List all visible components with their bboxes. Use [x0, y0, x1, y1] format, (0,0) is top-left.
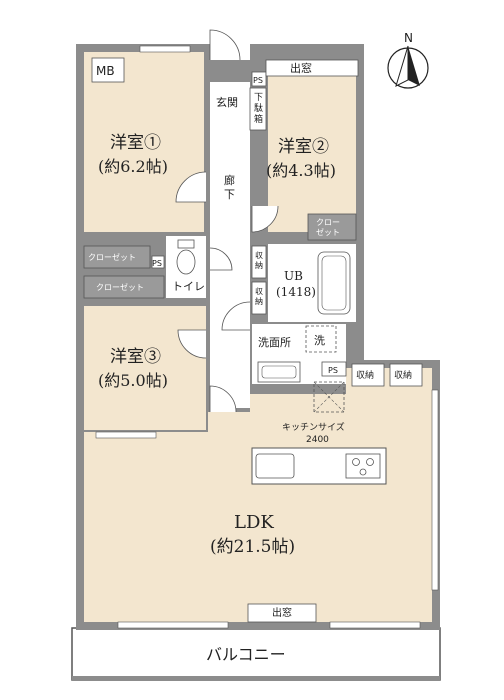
closet-b-area	[83, 275, 165, 299]
door-toilet	[209, 247, 233, 271]
balcony-window-right	[329, 621, 421, 629]
balcony-area	[71, 627, 441, 681]
room-3-area	[84, 306, 206, 430]
ldk-name: LDK	[234, 512, 274, 533]
balcony-label: バルコニー	[206, 645, 286, 664]
window-ldk-side	[431, 389, 439, 591]
closet-r2-label-1: クロー	[316, 218, 340, 227]
room-3-size: (約5.0帖)	[98, 371, 168, 390]
room-1-size: (約6.2帖)	[98, 157, 168, 176]
bathtub	[317, 251, 351, 315]
ub-size-label: (1418)	[276, 285, 316, 299]
room-2-area	[268, 76, 356, 232]
ldk-size: (約21.5帖)	[210, 537, 295, 557]
shuunou-2-label: 収納	[255, 286, 263, 306]
fridge-space	[313, 381, 345, 413]
shuunou-2-area	[251, 281, 267, 315]
door-senmenjo	[221, 301, 251, 331]
bay-window-top	[265, 59, 359, 77]
door-ldk	[209, 385, 237, 413]
ps-left-label: PS	[152, 259, 162, 268]
genkan-area	[210, 82, 250, 128]
balcony-window-left	[117, 621, 229, 629]
north-arrow-icon	[387, 45, 429, 89]
room-2-size: (約4.3帖)	[266, 161, 336, 180]
washer-space	[305, 325, 337, 353]
ps-left-box	[151, 255, 165, 269]
senmenjo-label: 洗面所	[258, 336, 291, 349]
demado-top-label: 出窓	[290, 61, 312, 75]
balcony-rail	[72, 676, 440, 681]
toilet-fixture	[176, 249, 196, 275]
geta-bako-char-1: 下	[254, 93, 263, 103]
kitchen-sink	[255, 453, 295, 479]
mb-box	[91, 57, 125, 83]
shuunou-1-area	[251, 245, 267, 279]
geta-bako-area	[249, 87, 267, 131]
ps-top-box	[251, 71, 267, 87]
room-2-name: 洋室②	[278, 137, 329, 157]
closet-r2-area	[307, 213, 357, 241]
door-room2	[251, 205, 279, 233]
closet-a-area	[83, 245, 151, 269]
kitchen-stove	[345, 453, 381, 479]
compass-north-label: N	[404, 31, 413, 45]
washbasin	[257, 361, 301, 383]
door-entrance	[209, 29, 241, 61]
door-room1	[175, 171, 207, 203]
shuunou-4-area	[389, 363, 423, 387]
geta-bako-label: 下 駄 箱	[254, 93, 266, 125]
kitchen-size-value: 2400	[306, 435, 329, 445]
toilet-label: トイレ	[172, 280, 205, 293]
demado-bottom-label: 出窓	[272, 606, 292, 619]
shuunou-3-area	[351, 363, 385, 387]
rouka-label-1: 廊	[224, 173, 235, 187]
window-room1	[139, 45, 191, 53]
rouka-label-2: 下	[224, 188, 235, 201]
ps-kitchen-box	[321, 361, 347, 377]
shuunou-4-label: 収納	[394, 369, 412, 381]
kitchen-size-label: キッチンサイズ	[282, 421, 345, 433]
closet-a-label: クローゼット	[88, 252, 136, 262]
geta-bako-char-3: 箱	[254, 113, 263, 125]
door-room3	[177, 329, 207, 359]
ub-label: UB	[284, 269, 303, 283]
window-room3	[95, 431, 157, 439]
room-1-name: 洋室①	[110, 133, 161, 153]
bay-window-bottom	[247, 603, 317, 623]
mb-label: MB	[96, 64, 115, 78]
genkan-label: 玄関	[216, 95, 238, 109]
shuunou-3-label: 収納	[356, 369, 374, 381]
closet-b-label: クローゼット	[96, 282, 144, 292]
ldk-area	[84, 368, 432, 622]
room-3-name: 洋室③	[110, 347, 161, 367]
ps-kitchen-label: PS	[328, 366, 338, 375]
shuunou-1-label: 収納	[255, 250, 263, 270]
ps-top-label: PS	[253, 76, 263, 85]
geta-bako-char-2: 駄	[254, 102, 263, 114]
closet-r2-label-2: ゼット	[316, 227, 340, 237]
sentaku-label: 洗	[314, 334, 325, 347]
